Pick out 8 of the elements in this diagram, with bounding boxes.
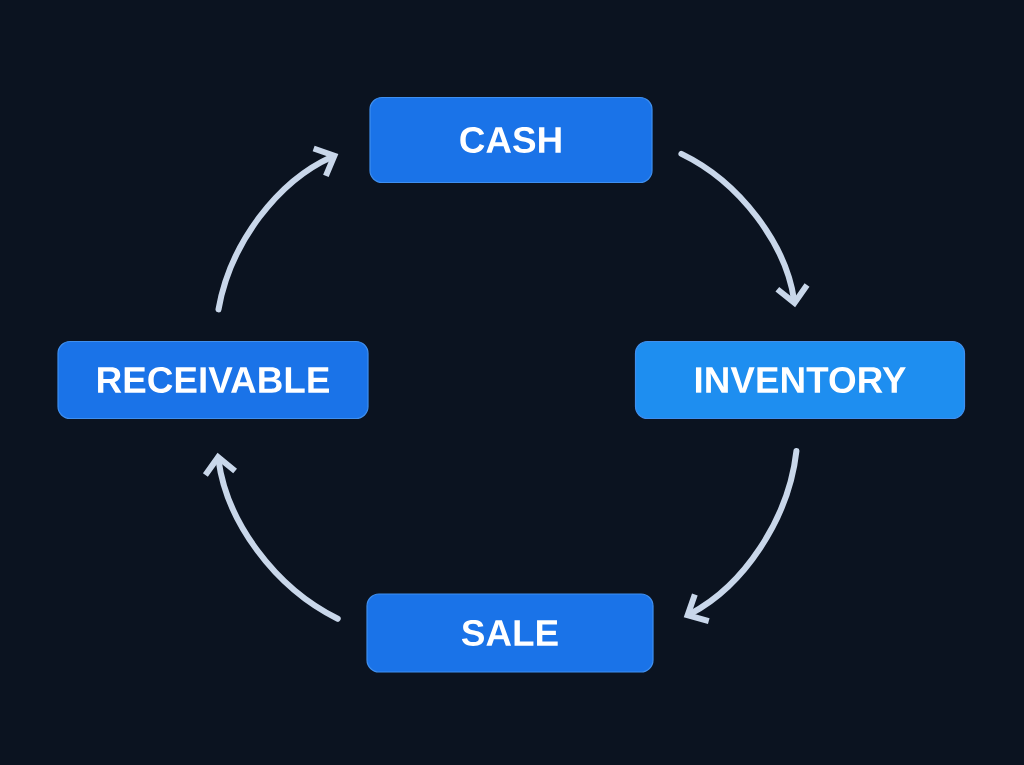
process-box: INVENTORY <box>634 340 966 420</box>
arrow <box>678 150 810 308</box>
arrow <box>683 447 800 624</box>
process-box: CASH <box>369 96 653 184</box>
arrow <box>202 452 341 622</box>
process-box: RECEIVABLE <box>57 340 369 420</box>
arrow <box>215 145 339 313</box>
process-box: SALE <box>366 593 654 673</box>
